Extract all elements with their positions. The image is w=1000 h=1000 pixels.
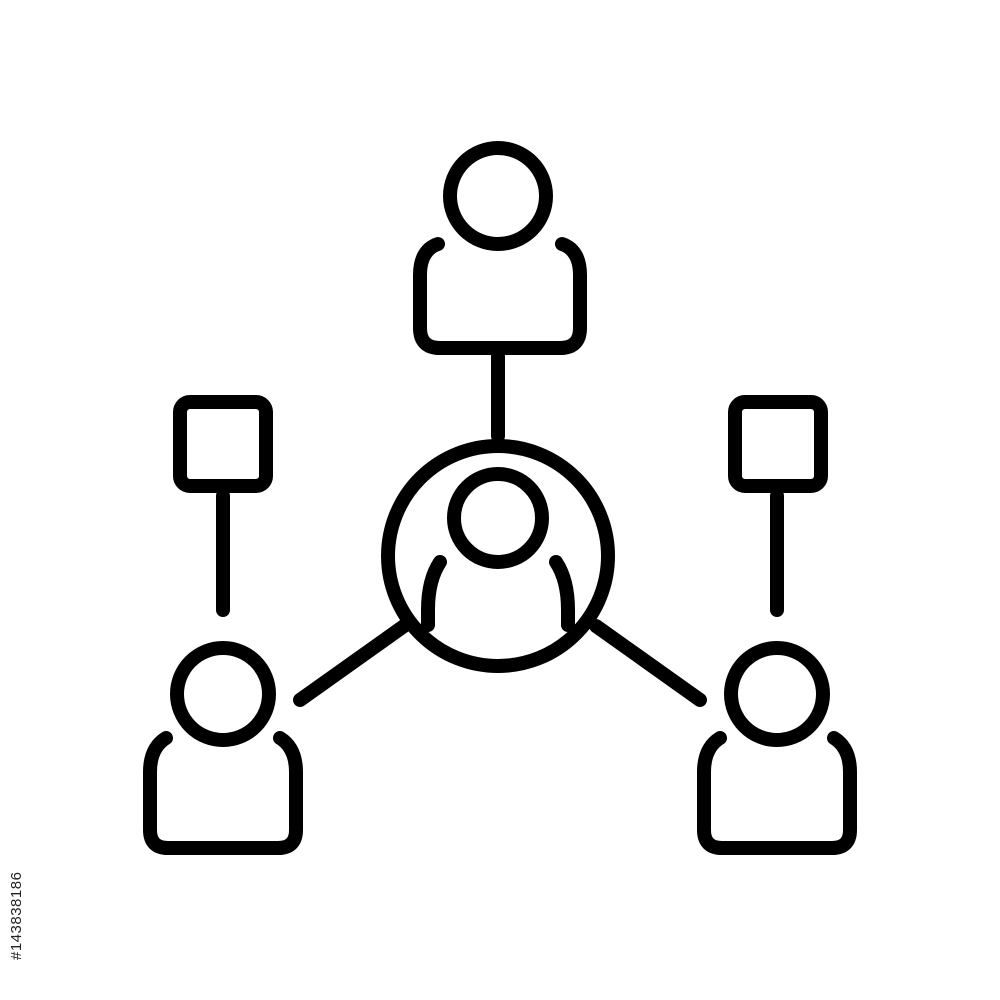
bottom-left-person-icon xyxy=(143,641,303,855)
center-person-icon xyxy=(381,439,615,673)
bottom-right-person-icon xyxy=(697,641,857,855)
stock-id-label: #143838186 xyxy=(8,871,25,960)
top-person-icon xyxy=(413,141,587,355)
left-diagonal-connector xyxy=(293,619,411,707)
left-square-icon xyxy=(173,395,273,493)
right-diagonal-connector xyxy=(589,619,707,707)
right-square-icon xyxy=(728,395,828,493)
